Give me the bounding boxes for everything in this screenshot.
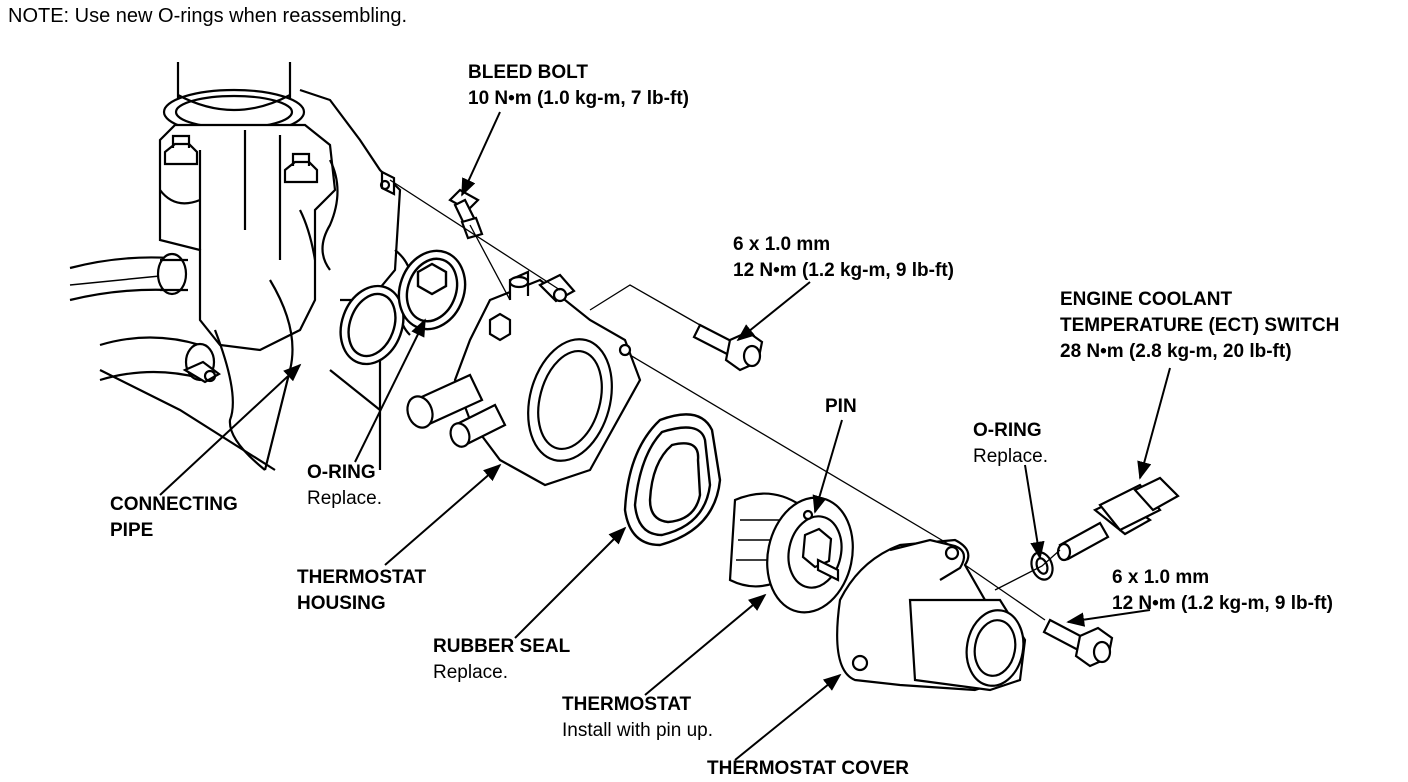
- arrow-bolt-lower: [1066, 609, 1151, 627]
- arrow-bleed-bolt: [461, 111, 501, 197]
- thermostat-note: Install with pin up.: [562, 720, 714, 741]
- bleed-bolt-spec: 10 N•m (1.0 kg-m, 7 lb-ft): [468, 88, 689, 109]
- bolt-upper-size: 6 x 1.0 mm: [733, 234, 831, 255]
- ect-switch-spec: 28 N•m (2.8 kg-m, 20 lb-ft): [1060, 341, 1292, 362]
- connecting-pipe-line2: PIPE: [110, 520, 154, 541]
- rubber-seal-drawing: [623, 413, 722, 547]
- thermostat-housing-line2: HOUSING: [297, 593, 386, 614]
- bolt-upper-spec: 12 N•m (1.2 kg-m, 9 lb-ft): [733, 260, 954, 281]
- label-ect-switch: ENGINE COOLANT TEMPERATURE (ECT) SWITCH …: [1060, 287, 1339, 365]
- label-thermostat-cover: THERMOSTAT COVER: [707, 756, 909, 782]
- arrow-thermostat-cover: [734, 673, 842, 761]
- arrow-connecting-pipe: [159, 363, 302, 496]
- label-bolt-upper: 6 x 1.0 mm 12 N•m (1.2 kg-m, 9 lb-ft): [733, 232, 954, 284]
- label-bolt-lower: 6 x 1.0 mm 12 N•m (1.2 kg-m, 9 lb-ft): [1112, 565, 1333, 617]
- arrow-ect-switch: [1137, 367, 1171, 480]
- label-oring-right: O-RING Replace.: [973, 418, 1048, 470]
- oring-right-title: O-RING: [973, 420, 1042, 441]
- thermostat-title: THERMOSTAT: [562, 694, 692, 715]
- bleed-bolt-drawing: [448, 188, 484, 240]
- label-thermostat-housing: THERMOSTAT HOUSING: [297, 565, 426, 617]
- thermostat-housing-drawing: [406, 270, 642, 487]
- ect-switch-line2: TEMPERATURE (ECT) SWITCH: [1060, 315, 1340, 336]
- thermostat-drawing: [728, 492, 854, 614]
- oring-left-title: O-RING: [307, 462, 376, 483]
- engine-block-drawing: [69, 62, 412, 471]
- connecting-pipe-line1: CONNECTING: [110, 494, 238, 515]
- arrow-thermostat-housing: [384, 463, 502, 566]
- note-text: NOTE: Use new O-rings when reassembling.: [8, 5, 408, 27]
- pin-title: PIN: [825, 396, 857, 417]
- label-thermostat: THERMOSTAT Install with pin up.: [562, 692, 713, 744]
- thermostat-cover-drawing: [836, 538, 1027, 692]
- label-rubber-seal: RUBBER SEAL Replace.: [433, 634, 570, 686]
- rubber-seal-title: RUBBER SEAL: [433, 636, 571, 657]
- oring-right-note: Replace.: [973, 446, 1048, 467]
- thermostat-cover-title: THERMOSTAT COVER: [707, 758, 909, 779]
- label-pin: PIN: [825, 394, 857, 420]
- arrow-bolt-upper: [736, 281, 811, 342]
- lower-bolt-drawing: [1042, 618, 1114, 668]
- label-bleed-bolt: BLEED BOLT 10 N•m (1.0 kg-m, 7 lb-ft): [468, 60, 689, 112]
- body-bolt-right: [283, 152, 319, 184]
- arrow-oring-right: [1024, 464, 1045, 560]
- arrow-thermostat: [644, 593, 767, 696]
- arrow-rubber-seal: [514, 526, 627, 639]
- oring-left-note: Replace.: [307, 488, 382, 509]
- bolt-lower-spec: 12 N•m (1.2 kg-m, 9 lb-ft): [1112, 593, 1333, 614]
- rubber-seal-note: Replace.: [433, 662, 508, 683]
- ect-switch-drawing: [1056, 476, 1180, 562]
- arrow-oring-left: [354, 318, 426, 463]
- upper-bolt-drawing: [692, 323, 764, 372]
- bolt-lower-size: 6 x 1.0 mm: [1112, 567, 1210, 588]
- alignment-lines: [389, 179, 1061, 621]
- thermostat-housing-line1: THERMOSTAT: [297, 567, 427, 588]
- arrow-pin: [812, 419, 843, 514]
- leader-arrows: [159, 111, 1171, 761]
- label-connecting-pipe: CONNECTING PIPE: [110, 492, 238, 544]
- body-bolt-left: [163, 134, 199, 166]
- ect-switch-line1: ENGINE COOLANT: [1060, 289, 1233, 310]
- o-ring-left-drawing: [339, 249, 467, 366]
- label-oring-left: O-RING Replace.: [307, 460, 382, 512]
- bleed-bolt-title: BLEED BOLT: [468, 62, 588, 83]
